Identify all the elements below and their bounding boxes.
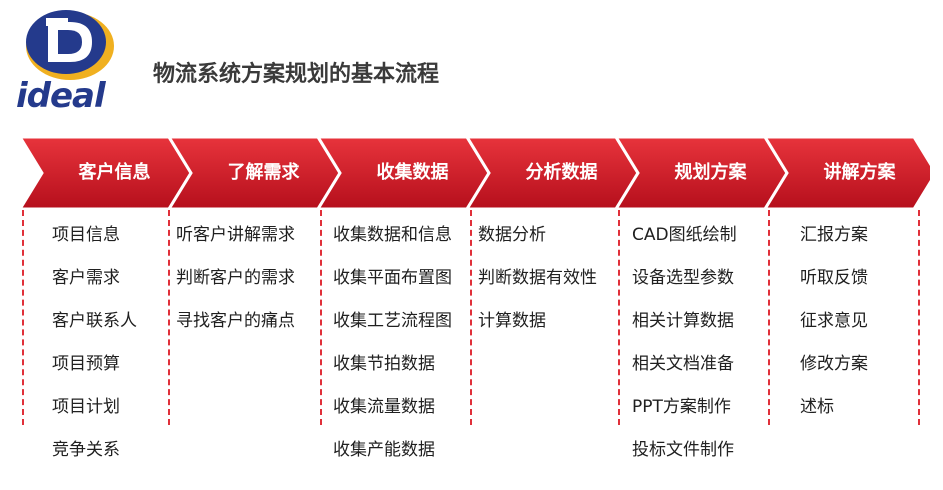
list-item: 项目计划 xyxy=(52,397,120,417)
list-item: 数据分析 xyxy=(478,225,546,245)
column-divider xyxy=(22,210,24,425)
step-column-6: 汇报方案听取反馈征求意见修改方案述标 xyxy=(800,220,868,435)
step-arrow-6 xyxy=(763,137,930,209)
list-item: 竞争关系 xyxy=(52,440,120,460)
list-item: 投标文件制作 xyxy=(632,440,734,460)
list-item: 听客户讲解需求 xyxy=(176,225,295,245)
list-item: 项目预算 xyxy=(52,354,120,374)
list-item: 听取反馈 xyxy=(800,268,868,288)
step-label-2: 了解需求 xyxy=(227,162,300,183)
logo-wordmark: ideal xyxy=(16,76,106,116)
list-item: 收集工艺流程图 xyxy=(333,311,452,331)
column-divider xyxy=(618,210,620,425)
column-divider xyxy=(168,210,170,425)
flow-arrows xyxy=(20,137,930,209)
column-divider xyxy=(320,210,322,425)
list-item: PPT方案制作 xyxy=(632,397,731,417)
list-item: 相关计算数据 xyxy=(632,311,734,331)
list-item: 客户需求 xyxy=(52,268,120,288)
process-flow: 客户信息 了解需求 收集数据 分析数据 规划方案 讲解方案 xyxy=(20,137,930,209)
list-item: 述标 xyxy=(800,397,834,417)
step-arrow-2 xyxy=(167,137,342,209)
column-divider xyxy=(768,210,770,425)
step-label-3: 收集数据 xyxy=(376,162,449,183)
list-item: 计算数据 xyxy=(478,311,546,331)
step-column-1: 项目信息客户需求客户联系人项目预算项目计划竞争关系 xyxy=(52,220,137,478)
column-divider xyxy=(470,210,472,425)
step-label-1: 客户信息 xyxy=(78,162,151,183)
list-item: 项目信息 xyxy=(52,225,120,245)
step-column-2: 听客户讲解需求判断客户的需求寻找客户的痛点 xyxy=(176,220,295,349)
step-arrow-1 xyxy=(20,137,193,209)
list-item: 收集流量数据 xyxy=(333,397,435,417)
list-item: 设备选型参数 xyxy=(632,268,734,288)
step-arrow-3 xyxy=(316,137,491,209)
list-item: 判断客户的需求 xyxy=(176,268,295,288)
list-item: 客户联系人 xyxy=(52,311,137,331)
column-divider xyxy=(918,210,920,425)
step-arrow-5 xyxy=(614,137,789,209)
list-item: 收集数据和信息 xyxy=(333,225,452,245)
list-item: 收集产能数据 xyxy=(333,440,435,460)
list-item: 征求意见 xyxy=(800,311,868,331)
list-item: 寻找客户的痛点 xyxy=(176,311,295,331)
logo-mark-icon xyxy=(26,10,114,80)
step-column-4: 数据分析判断数据有效性计算数据 xyxy=(478,220,597,349)
list-item: 汇报方案 xyxy=(800,225,868,245)
page-title: 物流系统方案规划的基本流程 xyxy=(153,62,440,87)
step-column-5: CAD图纸绘制设备选型参数相关计算数据相关文档准备 PPT方案制作投标文件制作 xyxy=(632,220,737,478)
list-item: 相关文档准备 xyxy=(632,354,734,374)
step-label-6: 讲解方案 xyxy=(823,162,896,183)
list-item: 收集节拍数据 xyxy=(333,354,435,374)
list-item: CAD图纸绘制 xyxy=(632,225,737,245)
step-arrow-4 xyxy=(465,137,640,209)
list-item: 修改方案 xyxy=(800,354,868,374)
company-logo: ideal xyxy=(10,8,130,116)
step-label-4: 分析数据 xyxy=(525,162,598,183)
step-label-5: 规划方案 xyxy=(674,162,747,183)
step-column-3: 收集数据和信息收集平面布置图收集工艺流程图收集节拍数据收集流量数据收集产能数据 xyxy=(333,220,452,478)
list-item: 判断数据有效性 xyxy=(478,268,597,288)
list-item: 收集平面布置图 xyxy=(333,268,452,288)
